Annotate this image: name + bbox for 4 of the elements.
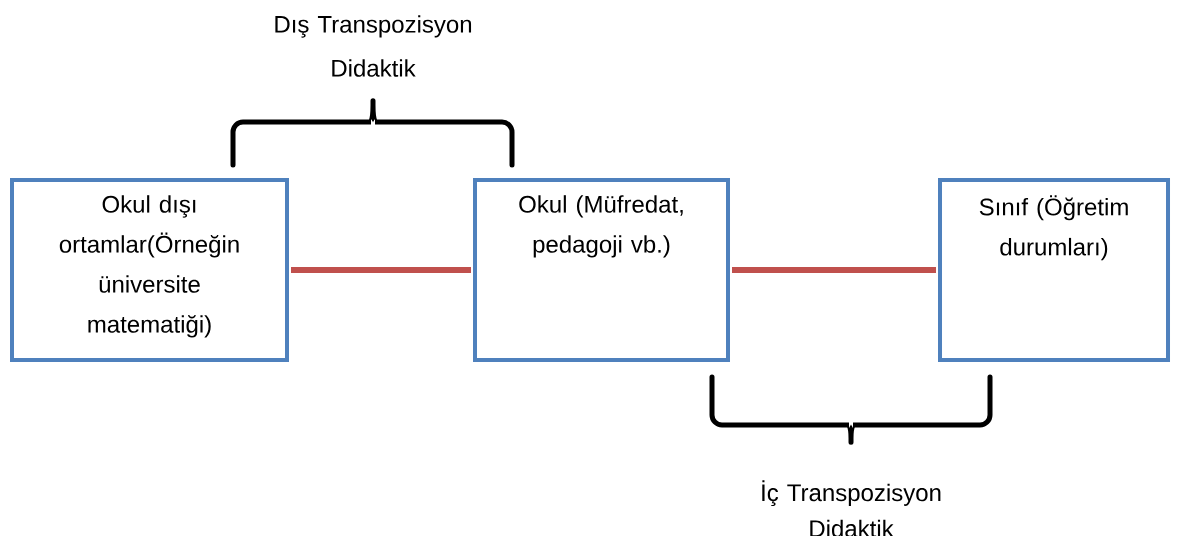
brace-label: Dış Transpozisyon Didaktik [275,15,472,77]
text-box: Okul dışı ortamlar(Örneğin üniversite matematiği) [10,178,289,362]
text-box: Sınıf (Öğretim durumları) [938,178,1170,362]
text-box: Okul (Müfredat, pedagoji vb.) [473,178,730,362]
